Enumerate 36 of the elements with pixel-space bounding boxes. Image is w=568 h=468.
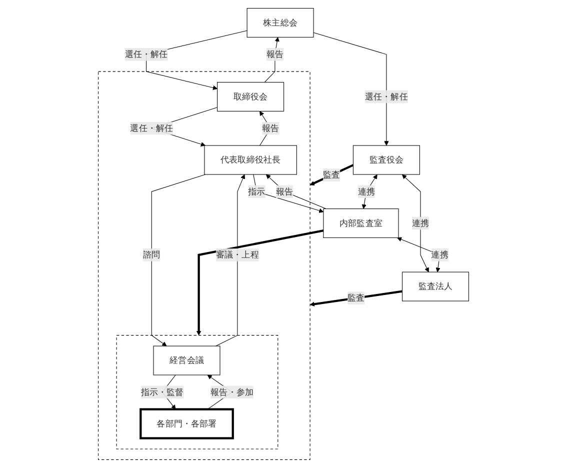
node-box: 取締役会 xyxy=(218,82,285,112)
edge-label: 報告 xyxy=(266,49,284,60)
edge-label: 選任・解任 xyxy=(130,123,174,134)
node-box: 各部門・各部署 xyxy=(140,408,234,440)
arrow xyxy=(310,164,354,186)
node-box: 代表取締役社長 xyxy=(204,145,298,175)
edge-label: 連携 xyxy=(432,250,449,260)
edge-label: 指示・監督 xyxy=(141,386,184,397)
cluster xyxy=(98,71,311,460)
node-box: 内部監査室 xyxy=(324,208,400,238)
edge-label: 選任・解任 xyxy=(365,91,408,102)
edge-label: 報告 xyxy=(262,123,280,134)
node-box: 経営会議 xyxy=(154,346,221,376)
arrow xyxy=(254,174,324,213)
arrow xyxy=(196,230,324,336)
arrow xyxy=(314,32,390,146)
edge-label: 監査 xyxy=(348,292,366,303)
node-box: 監査法人 xyxy=(402,272,470,302)
edge-label: 報告・参加 xyxy=(211,386,254,397)
node-box: 監査役会 xyxy=(353,145,420,175)
edge-label: 監査 xyxy=(324,170,341,180)
edge-label: 選任・解任 xyxy=(125,49,168,60)
cluster xyxy=(116,335,279,450)
edge-label: 連携 xyxy=(412,218,430,228)
edge-label: 諮問 xyxy=(144,250,161,260)
arrow xyxy=(216,174,246,346)
edge-label: 連携 xyxy=(358,186,376,196)
arrow xyxy=(402,174,430,272)
edge-label: 審議・上程 xyxy=(216,250,260,260)
edge-label: 報告 xyxy=(276,186,294,196)
arrow xyxy=(264,37,280,83)
arrow xyxy=(152,174,206,346)
node-box: 株主総会 xyxy=(247,8,314,38)
edge-label: 指示 xyxy=(248,186,266,196)
arrow xyxy=(266,174,327,210)
arrow xyxy=(310,290,403,306)
